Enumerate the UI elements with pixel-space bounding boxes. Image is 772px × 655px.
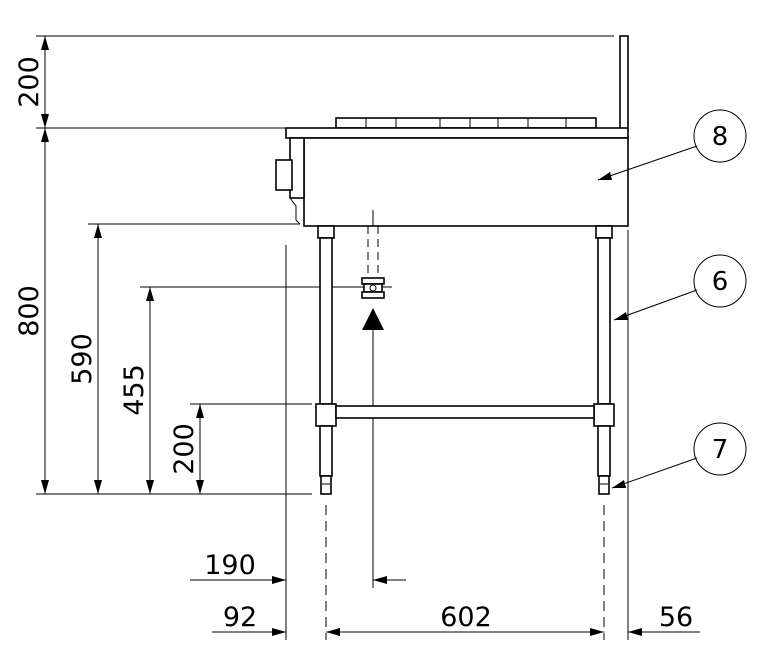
callout-6: 6	[712, 267, 729, 297]
appliance-body	[275, 35, 629, 227]
dim-shelf-height: 200	[169, 423, 200, 475]
callout-8: 8	[712, 122, 729, 152]
callout-leaders	[597, 109, 747, 489]
dim-pipe-height: 455	[119, 364, 150, 416]
dim-front-overhang: 92	[223, 602, 257, 633]
dim-gas-inlet-height: 590	[67, 333, 98, 385]
dim-backsplash-height: 200	[14, 56, 45, 108]
vertical-dimension-lines	[41, 36, 204, 494]
horizontal-dimension-lines	[190, 576, 700, 636]
gas-inlet-pipe	[361, 210, 385, 330]
extension-lines	[36, 35, 629, 640]
dim-rear-overhang: 56	[659, 602, 693, 633]
gas-inlet-arrow-icon	[362, 308, 384, 330]
dim-leg-span: 602	[440, 602, 492, 633]
callout-7: 7	[712, 435, 729, 465]
stand-legs	[315, 225, 615, 495]
dim-gas-inlet-offset: 190	[204, 550, 256, 581]
dim-total-height: 800	[14, 285, 45, 337]
